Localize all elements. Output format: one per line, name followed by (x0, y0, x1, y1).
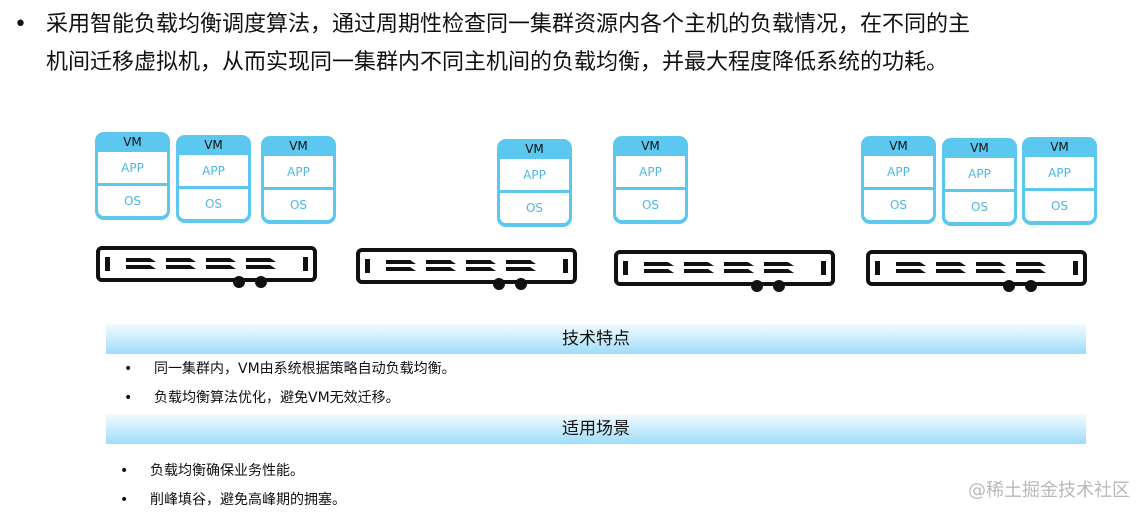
app-label: APP (500, 159, 569, 190)
bullet: • (120, 463, 129, 479)
vm-card: VM APP OS (176, 135, 251, 223)
scenario-item-text: 负载均衡确保业务性能。 (150, 463, 304, 479)
bullet: • (120, 492, 129, 508)
app-label: APP (1025, 157, 1094, 188)
vm-card: VM APP OS (497, 139, 572, 227)
app-label: APP (864, 156, 933, 187)
scenario-item: • 负载均衡确保业务性能。 (120, 462, 304, 480)
feature-item: • 负载均衡算法优化，避免VM无效迁移。 (124, 389, 400, 407)
vm-card: VM APP OS (95, 132, 170, 220)
app-label: APP (179, 155, 248, 186)
os-label: OS (616, 190, 685, 220)
server-host-icon (356, 248, 577, 290)
server-host-icon (96, 246, 317, 288)
intro-line-1: 采用智能负载均衡调度算法，通过周期性检查同一集群资源内各个主机的负载情况，在不同… (46, 12, 971, 37)
bullet: • (124, 361, 133, 377)
scenario-item-text: 削峰填谷，避免高峰期的拥塞。 (150, 492, 346, 508)
vm-label: VM (289, 139, 308, 153)
feature-item: • 同一集群内，VM由系统根据策略自动负载均衡。 (124, 360, 456, 378)
vm-card: VM APP OS (261, 136, 336, 224)
os-label: OS (864, 190, 933, 220)
vm-label: VM (123, 135, 142, 149)
app-label: APP (945, 158, 1014, 189)
intro-bullet: • (14, 12, 27, 37)
vm-label: VM (970, 141, 989, 155)
os-label: OS (1025, 191, 1094, 221)
os-label: OS (500, 193, 569, 223)
scenarios-header: 适用场景 (106, 414, 1086, 444)
bullet: • (124, 390, 133, 406)
intro-line-2: 机间迁移虚拟机，从而实现同一集群内不同主机间的负载均衡，并最大程度降低系统的功耗… (46, 50, 949, 75)
vm-label: VM (889, 139, 908, 153)
watermark: @稀土掘金技术社区 (968, 480, 1130, 501)
features-header: 技术特点 (106, 324, 1086, 354)
vm-card: VM APP OS (861, 136, 936, 224)
vm-label: VM (204, 138, 223, 152)
vm-label: VM (525, 142, 544, 156)
server-host-icon (614, 250, 835, 292)
scenario-item: • 削峰填谷，避免高峰期的拥塞。 (120, 491, 346, 509)
app-label: APP (616, 156, 685, 187)
os-label: OS (945, 192, 1014, 222)
vm-label: VM (1050, 140, 1069, 154)
vm-card: VM APP OS (613, 136, 688, 224)
os-label: OS (98, 186, 167, 216)
vm-card: VM APP OS (1022, 137, 1097, 225)
os-label: OS (179, 189, 248, 219)
intro-paragraph: • 采用智能负载均衡调度算法，通过周期性检查同一集群资源内各个主机的负载情况，在… (14, 6, 1140, 82)
vm-card: VM APP OS (942, 138, 1017, 226)
os-label: OS (264, 190, 333, 220)
app-label: APP (98, 152, 167, 183)
app-label: APP (264, 156, 333, 187)
feature-item-text: 同一集群内，VM由系统根据策略自动负载均衡。 (154, 361, 456, 377)
vm-label: VM (641, 139, 660, 153)
feature-item-text: 负载均衡算法优化，避免VM无效迁移。 (154, 390, 400, 406)
server-host-icon (866, 250, 1087, 292)
